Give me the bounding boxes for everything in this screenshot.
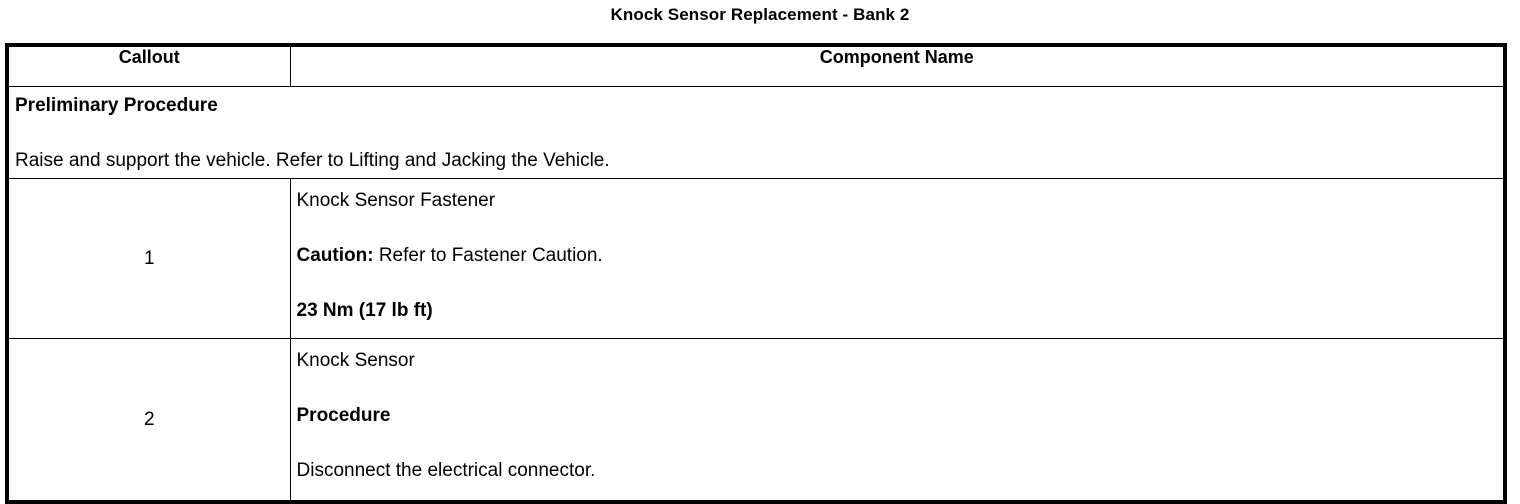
preliminary-procedure-row: Preliminary Procedure Raise and support … xyxy=(7,86,1505,179)
table-body: Preliminary Procedure Raise and support … xyxy=(7,86,1505,503)
component-name-1: Knock Sensor Fastener xyxy=(296,190,496,211)
preliminary-procedure-heading: Preliminary Procedure xyxy=(15,95,218,116)
procedure-table: Callout Component Name Preliminary Proce… xyxy=(5,43,1507,504)
column-header-callout: Callout xyxy=(7,44,291,87)
component-cell-2: Knock Sensor Procedure Disconnect the el… xyxy=(289,338,1505,503)
component-name-2: Knock Sensor xyxy=(296,350,415,371)
page-title: Knock Sensor Replacement - Bank 2 xyxy=(610,5,910,24)
paragraph-spacer xyxy=(15,117,1503,150)
table-row: 1 Knock Sensor Fastener Caution: Refer t… xyxy=(7,178,1505,339)
caution-text: Refer to Fastener Caution. xyxy=(373,245,603,266)
column-header-component-name: Component Name xyxy=(289,44,1505,87)
caution-label: Caution: xyxy=(296,245,374,266)
caution-paragraph-1: Caution: Refer to Fastener Caution. xyxy=(297,244,1504,267)
component-cell-1: Knock Sensor Fastener Caution: Refer to … xyxy=(289,178,1505,339)
preliminary-procedure-text: Raise and support the vehicle. Refer to … xyxy=(15,150,610,171)
table-header: Callout Component Name xyxy=(7,44,1505,87)
table-row: 2 Knock Sensor Procedure Disconnect the … xyxy=(7,338,1505,503)
procedure-heading-2: Procedure xyxy=(296,405,391,426)
callout-number-2: 2 xyxy=(7,338,291,503)
procedure-step-2: Disconnect the electrical connector. xyxy=(296,460,596,481)
preliminary-procedure-cell: Preliminary Procedure Raise and support … xyxy=(7,86,1505,179)
callout-number-1: 1 xyxy=(7,178,291,339)
header-row: Callout Component Name xyxy=(7,44,1505,87)
torque-spec-1: 23 Nm (17 lb ft) xyxy=(296,300,433,321)
